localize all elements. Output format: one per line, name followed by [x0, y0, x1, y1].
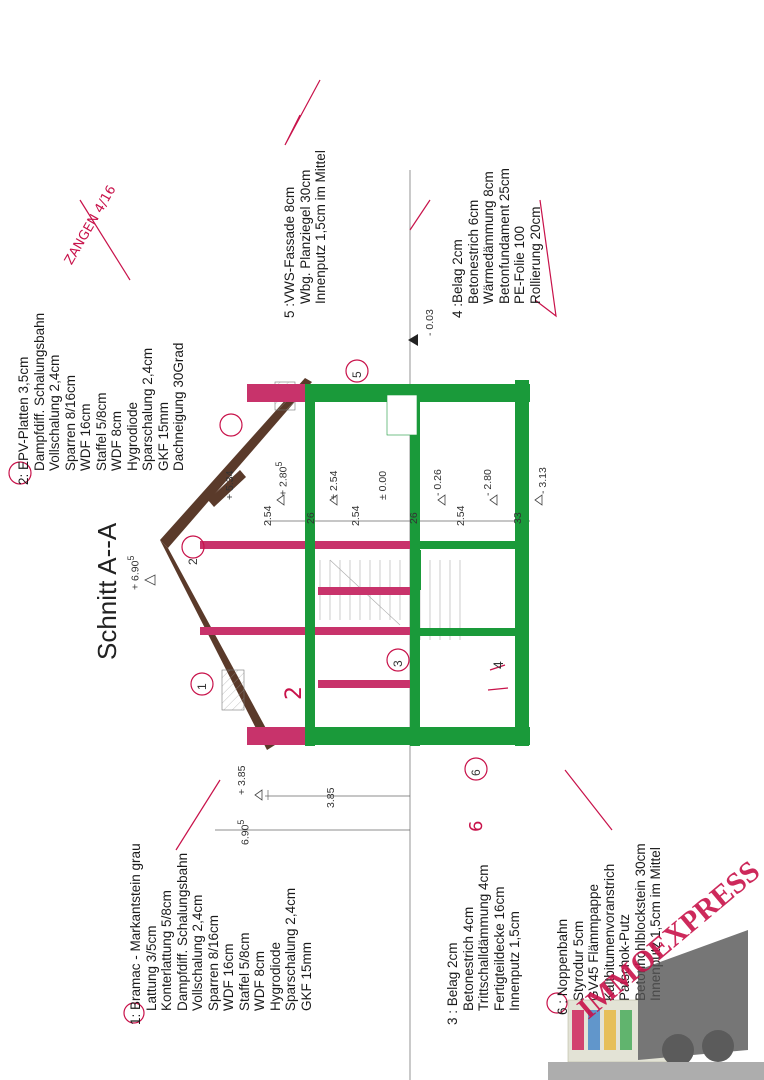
pen-marks — [8, 79, 613, 1024]
skylight-left — [221, 669, 245, 711]
ground-wall-left — [305, 727, 415, 745]
foundation — [515, 380, 529, 746]
level-markers — [144, 494, 543, 801]
elev-foundation: - 3.13 — [537, 467, 549, 494]
dim-storey-mid: 2.54 — [350, 505, 362, 526]
dim-slab-2: 26 — [408, 512, 420, 524]
dim-storey-bot: 2.54 — [455, 505, 467, 526]
dim-slab-3: 33 — [512, 512, 524, 524]
hand-note-6: 6 — [466, 820, 487, 832]
marker-4: 4 — [490, 661, 506, 669]
layers-floor-4: 4 :Belag 2cm Betonestrich 6cm Wärmedämmu… — [450, 168, 543, 318]
marker-2: 2 — [186, 558, 200, 565]
layers-floor-3: 3 : Belag 2cm Betonestrich 4cm Trittscha… — [445, 864, 522, 1025]
layers-wall-5: 5 :VWS-Fassade 8cm Wbg. Planziegel 30cm … — [282, 150, 328, 318]
marker-3: 3 — [391, 660, 405, 667]
hand-note-2: 2 — [282, 686, 307, 700]
structure — [200, 380, 530, 746]
elev-roof-eave: + 5.34 — [224, 470, 236, 501]
elev-upper-ffl: + 2.805 — [274, 461, 290, 496]
marker-6: 6 — [469, 769, 483, 776]
slab-ground — [305, 384, 315, 746]
terrain-marker — [408, 334, 418, 346]
basement-wall-right — [410, 384, 530, 402]
layers-roof-1: 1: Bramac - Markantstein grau Lattung 3/… — [128, 843, 314, 1025]
elev-top-left: + 3.85 — [236, 765, 248, 796]
section-title: Schnitt A--A — [92, 522, 122, 660]
dim-storey-top: 2.54 — [262, 505, 274, 526]
basement-inner-b — [415, 541, 520, 549]
roof — [160, 378, 312, 750]
marker-5: 5 — [350, 371, 364, 378]
marker-1: 1 — [195, 683, 209, 690]
immoexpress-logo: IMMOEXPRESS — [548, 854, 764, 1080]
elev-basement-ffl: - 2.80 — [482, 469, 494, 496]
elev-basement-ceil: - 0.26 — [432, 469, 444, 496]
basement-wall-left — [410, 727, 530, 745]
dim-slab-1: 26 — [305, 512, 317, 524]
wall-mid-b — [318, 587, 412, 595]
layers-roof-2: 2: EPV-Platten 3,5cm Dampfdiff. Schalung… — [16, 312, 186, 485]
dim-total-height: 6.905 — [236, 819, 252, 845]
elev-terrain: - 0.03 — [424, 309, 436, 336]
basement-inner-a — [410, 628, 520, 636]
window-basement — [386, 394, 418, 436]
dim-left-height: 3.85 — [325, 787, 337, 808]
wall-mid-a — [318, 680, 412, 688]
elev-upper-ceil: + 2.54 — [328, 470, 340, 501]
elev-ground-ffl: ± 0.00 — [377, 470, 389, 500]
elev-ridge: + 6.905 — [126, 555, 142, 590]
